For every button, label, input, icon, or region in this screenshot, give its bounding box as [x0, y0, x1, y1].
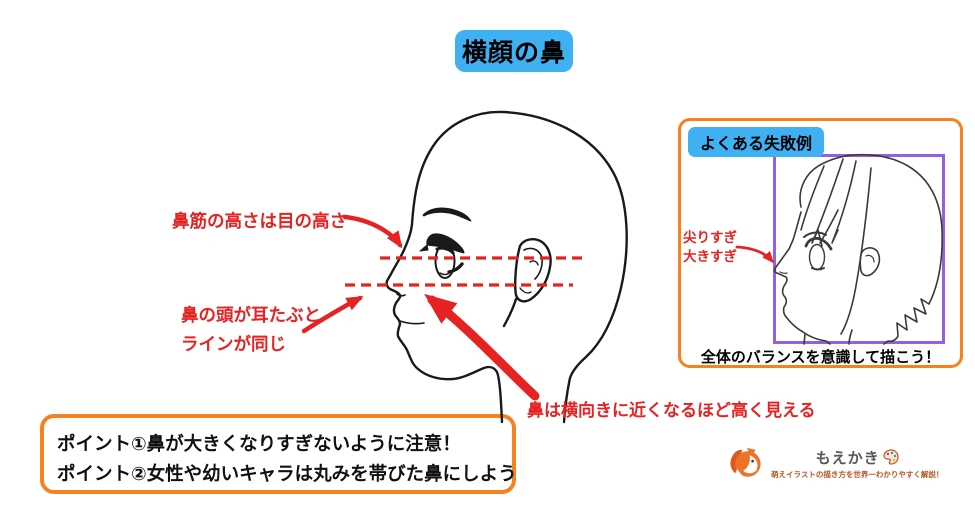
failure-note-line-2: 大きすぎ — [683, 249, 737, 264]
failure-example-label: よくある失敗例 — [688, 127, 825, 157]
points-box: ポイント①鼻が大きくなりすぎないように注意！ ポイント②女性や幼いキャラは丸みを… — [40, 414, 517, 494]
main-head-illustration — [385, 110, 628, 424]
fox-icon — [730, 447, 761, 477]
eye-upper-lash — [426, 233, 465, 254]
bridge-height-note: 鼻筋の高さは目の高さ — [172, 211, 347, 231]
logo-tagline: 萌えイラストの描き方を世界一わかりやすく解説！ — [771, 469, 944, 479]
page-title-text: 横顔の鼻 — [461, 39, 566, 67]
site-logo: もえかき 萌えイラストの描き方を世界一わかりやすく解説！ — [727, 446, 943, 480]
ear — [514, 238, 552, 303]
failure-note: 尖りすぎ 大きすぎ — [683, 228, 737, 266]
nose-tip-note-line-2: ラインが同じ — [181, 334, 286, 354]
points-text: ポイント①鼻が大きくなりすぎないように注意！ ポイント②女性や幼いキャラは丸みを… — [44, 418, 517, 500]
points-line-1: ポイント①鼻が大きくなりすぎないように注意！ — [57, 433, 461, 454]
eye-iris — [434, 243, 456, 279]
perspective-arrow — [424, 293, 540, 401]
eyebrow — [422, 207, 472, 222]
bridge-arrow — [342, 214, 403, 249]
palette-icon — [883, 449, 899, 465]
logo-name: もえかき — [815, 449, 880, 467]
nose-tip-note: 鼻の頭が耳たぶと ラインが同じ — [181, 301, 321, 359]
perspective-note: 鼻は横向きに近くなるほど高く見える — [527, 401, 816, 420]
points-line-2: ポイント②女性や幼いキャラは丸みを帯びた鼻にしよう — [57, 463, 517, 484]
nose-tip-note-line-1: 鼻の頭が耳たぶと — [181, 305, 321, 325]
failure-example-frame — [773, 154, 945, 344]
page-title: 横顔の鼻 — [455, 30, 573, 72]
failure-caption: 全体のバランスを意識して描こう！ — [700, 349, 941, 366]
failure-note-line-1: 尖りすぎ — [683, 230, 737, 245]
logo-text: もえかき 萌えイラストの描き方を世界一わかりやすく解説！ — [771, 447, 943, 480]
